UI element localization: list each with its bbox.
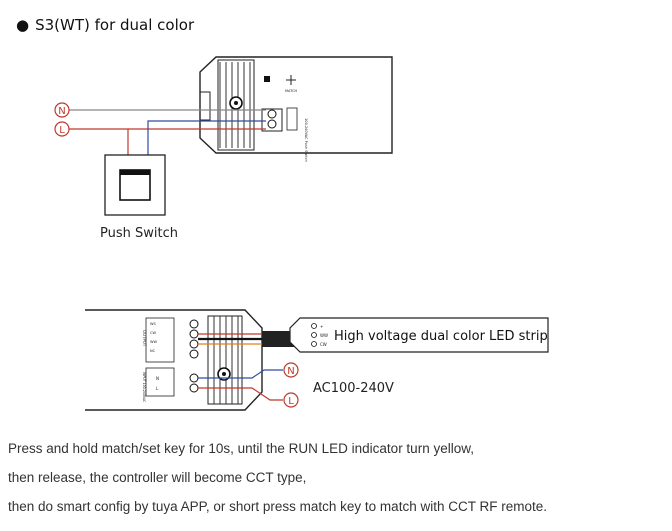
led-strip: + WW CW High voltage dual color LED stri… <box>289 317 549 353</box>
strip-pin-plus: + <box>320 324 323 329</box>
device-label-match: MATCH <box>285 89 298 93</box>
supply-label: AC100-240V <box>313 381 394 396</box>
instruction-line-2: then release, the controller will become… <box>8 470 307 485</box>
output-pin-1: WS <box>150 322 156 326</box>
instruction-line-3: then do smart config by tuya APP, or sho… <box>8 499 547 514</box>
section-title: S3(WT) for dual color <box>35 16 195 34</box>
bottom-terminal-n-label: N <box>287 366 294 377</box>
output-pin-4: NC <box>150 349 156 353</box>
input-pin-n: N <box>156 376 159 381</box>
section-heading: ● S3(WT) for dual color <box>16 16 194 34</box>
input-label: INPUT 100-240VAC <box>142 372 146 403</box>
output-pin-3: WW <box>150 340 157 344</box>
input-wires <box>198 369 283 401</box>
output-pin-2: CW <box>150 331 156 335</box>
strip-pin-ww: WW <box>320 333 328 338</box>
top-terminal-n-label: N <box>58 106 65 117</box>
output-label: OUTPUT <box>142 330 147 347</box>
top-controller: MATCH 100-240VAC Push Switch <box>199 56 393 162</box>
bottom-terminal-l: L <box>283 392 299 408</box>
instruction-line-1: Press and hold match/set key for 10s, un… <box>8 441 474 456</box>
input-pin-l: L <box>156 386 159 391</box>
bottom-terminal-n: N <box>283 362 299 378</box>
push-switch <box>104 154 166 216</box>
top-wires <box>69 109 266 155</box>
strip-pin-cw: CW <box>320 342 327 347</box>
push-switch-caption: Push Switch <box>100 226 178 241</box>
top-terminal-n: N <box>54 102 70 118</box>
bottom-terminal-l-label: L <box>288 396 294 407</box>
strip-label: High voltage dual color LED strip <box>334 329 548 344</box>
bottom-controller: OUTPUT INPUT 100-240VAC WS CW WW NC N L <box>85 309 263 411</box>
top-terminal-l-label: L <box>59 125 65 136</box>
bullet-icon: ● <box>16 16 30 34</box>
device-label-side: 100-240VAC Push Switch <box>304 118 308 162</box>
output-cable <box>198 331 300 347</box>
top-terminal-l: L <box>54 121 70 137</box>
